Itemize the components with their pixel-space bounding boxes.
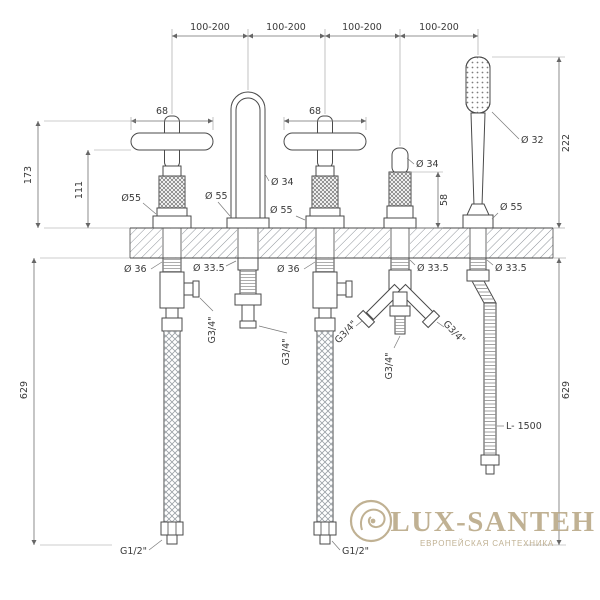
dim-height-58: 58	[439, 194, 450, 206]
dia-diverter-shank: Ø 33.5	[417, 263, 449, 274]
dia-valve-right: Ø 55	[270, 205, 293, 216]
dia-shower-head: Ø 32	[521, 135, 544, 146]
dim-height-629-right: 629	[561, 381, 572, 399]
dim-handle-width-right: 68	[309, 106, 321, 117]
dia-spout-top: Ø 34	[271, 177, 294, 188]
dia-spout-shank: Ø 33.5	[193, 263, 225, 274]
thread-g34-diverter-right: G3/4"	[441, 319, 467, 346]
thread-g34-diverter-bottom: G3/4"	[384, 352, 395, 379]
dim-height-629-left: 629	[19, 381, 30, 399]
dim-top-spacing-4: 100-200	[419, 22, 459, 33]
thread-g34-spout: G3/4"	[281, 338, 292, 365]
dimension-labels: 100-200 100-200 100-200 100-200 68 68 17…	[19, 22, 572, 557]
dim-height-173: 173	[23, 166, 34, 184]
dia-valve-left: Ø55	[121, 193, 141, 204]
dia-shower-shank: Ø 33.5	[495, 263, 527, 274]
watermark-tagline: ЕВРОПЕЙСКАЯ САНТЕХНИКА	[420, 539, 554, 548]
thread-g34-valve-left: G3/4"	[207, 316, 218, 343]
brand-logo-icon	[349, 499, 393, 543]
dim-top-spacing-3: 100-200	[342, 22, 382, 33]
dim-height-111: 111	[74, 181, 85, 199]
dimension-lines	[31, 29, 566, 546]
thread-g12-right: G1/2"	[342, 546, 369, 557]
deck-section	[129, 227, 554, 259]
leader-lines	[142, 111, 520, 551]
valve-left	[130, 115, 214, 545]
dim-hose-length: L- 1500	[506, 421, 542, 432]
dia-spout-base: Ø 55	[205, 191, 228, 202]
thread-g34-diverter-left: G3/4"	[333, 319, 359, 346]
dim-handle-width-left: 68	[156, 106, 168, 117]
diverter	[356, 147, 441, 335]
thread-g12-left: G1/2"	[120, 546, 147, 557]
dia-diverter: Ø 34	[416, 159, 439, 170]
watermark: LUX-SANTEH ЕВРОПЕЙСКАЯ САНТЕХНИКА	[349, 499, 595, 548]
dim-height-222: 222	[561, 134, 572, 152]
hand-shower	[462, 56, 500, 475]
spout	[226, 91, 270, 329]
dia-shower-holder: Ø 55	[500, 202, 523, 213]
watermark-brand: LUX-SANTEH	[390, 506, 595, 538]
dia-valve-left-shank: Ø 36	[124, 264, 147, 275]
dim-top-spacing-2: 100-200	[266, 22, 306, 33]
dim-top-spacing-1: 100-200	[190, 22, 230, 33]
dia-valve-right-shank: Ø 36	[277, 264, 300, 275]
